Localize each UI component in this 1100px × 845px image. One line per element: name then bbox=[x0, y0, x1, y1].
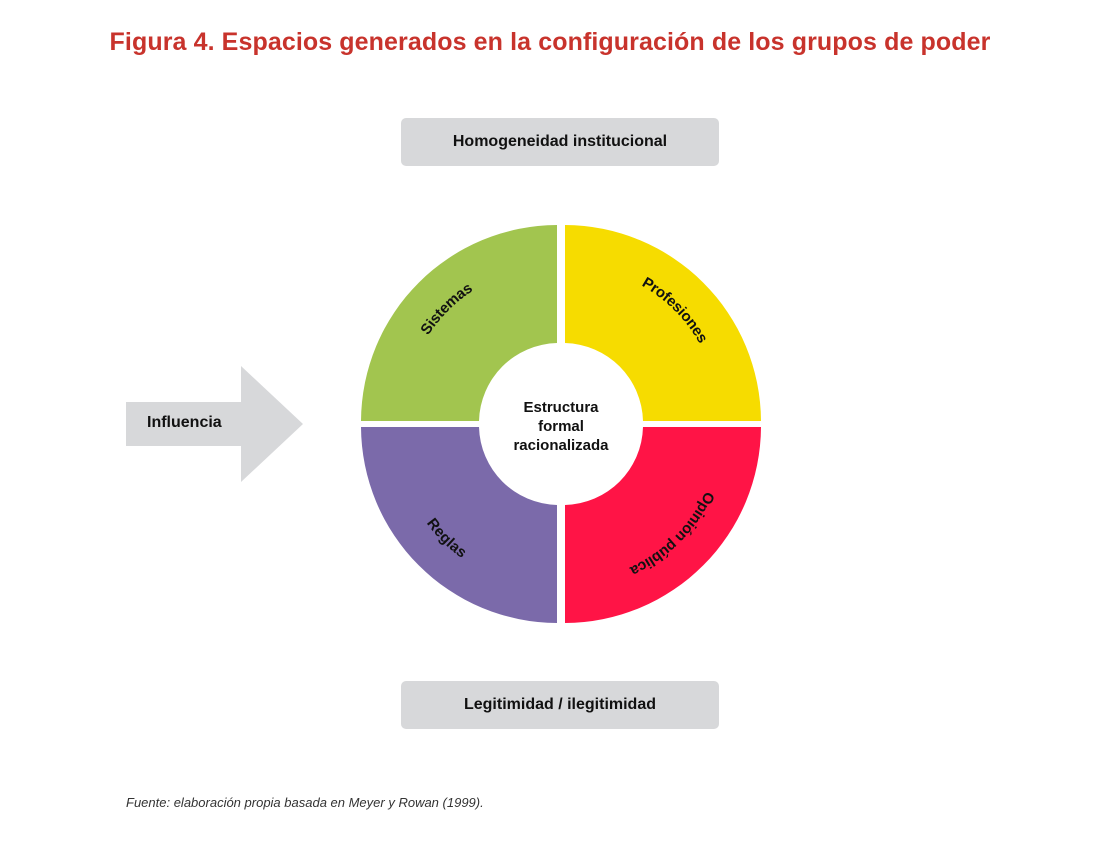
figure-title: Figura 4. Espacios generados en la confi… bbox=[109, 28, 991, 56]
bottom-label-box: Legitimidad / ilegitimidad bbox=[401, 681, 719, 729]
center-line-2: formal bbox=[538, 418, 584, 435]
top-label-box: Homogeneidad institucional bbox=[401, 118, 719, 166]
center-line-3: racionalizada bbox=[513, 437, 609, 454]
segment-sistemas bbox=[361, 225, 557, 421]
segment-profesiones bbox=[565, 225, 761, 421]
bottom-label-text: Legitimidad / ilegitimidad bbox=[463, 696, 656, 713]
segment-opinion-publica bbox=[565, 427, 761, 623]
top-label-text: Homogeneidad institucional bbox=[452, 133, 668, 150]
center-line-1: Estructura bbox=[523, 399, 599, 416]
segment-reglas bbox=[361, 427, 557, 623]
source-note: Fuente: elaboración propia basada en Mey… bbox=[126, 795, 484, 810]
influence-label: Influencia bbox=[147, 414, 222, 431]
